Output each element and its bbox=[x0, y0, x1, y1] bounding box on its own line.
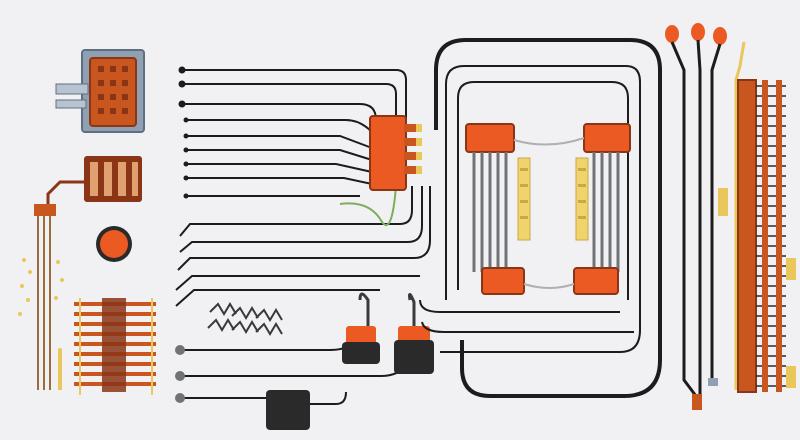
wire-bundle-icon bbox=[18, 258, 64, 390]
wire-bundle-icon bbox=[734, 41, 746, 390]
wire-bundle-icon bbox=[786, 366, 796, 388]
wire-bundle-icon bbox=[339, 185, 397, 226]
wire-bundle-icon bbox=[74, 298, 156, 395]
junction-box-icon bbox=[266, 390, 347, 430]
wire-bundle-icon bbox=[207, 302, 283, 336]
terminal-block-icon bbox=[34, 156, 142, 390]
fuse-strip-icon bbox=[737, 79, 786, 393]
wire-bundle-icon bbox=[786, 258, 796, 280]
relay-module-icon bbox=[55, 49, 145, 133]
connector-plug-icon bbox=[665, 23, 727, 410]
wire-bundle-icon bbox=[434, 38, 662, 398]
connector-plug-icon bbox=[342, 292, 380, 364]
wire-bundle-icon bbox=[718, 188, 728, 216]
transformer-coil-icon bbox=[465, 123, 631, 295]
wire-bundle-icon bbox=[175, 345, 185, 403]
connector-plug-icon bbox=[369, 115, 422, 191]
connector-plug-icon bbox=[394, 293, 434, 374]
wire-bundle-icon bbox=[178, 66, 189, 199]
wire-bundle-icon bbox=[419, 65, 641, 353]
orange-indicator-icon bbox=[96, 226, 132, 262]
